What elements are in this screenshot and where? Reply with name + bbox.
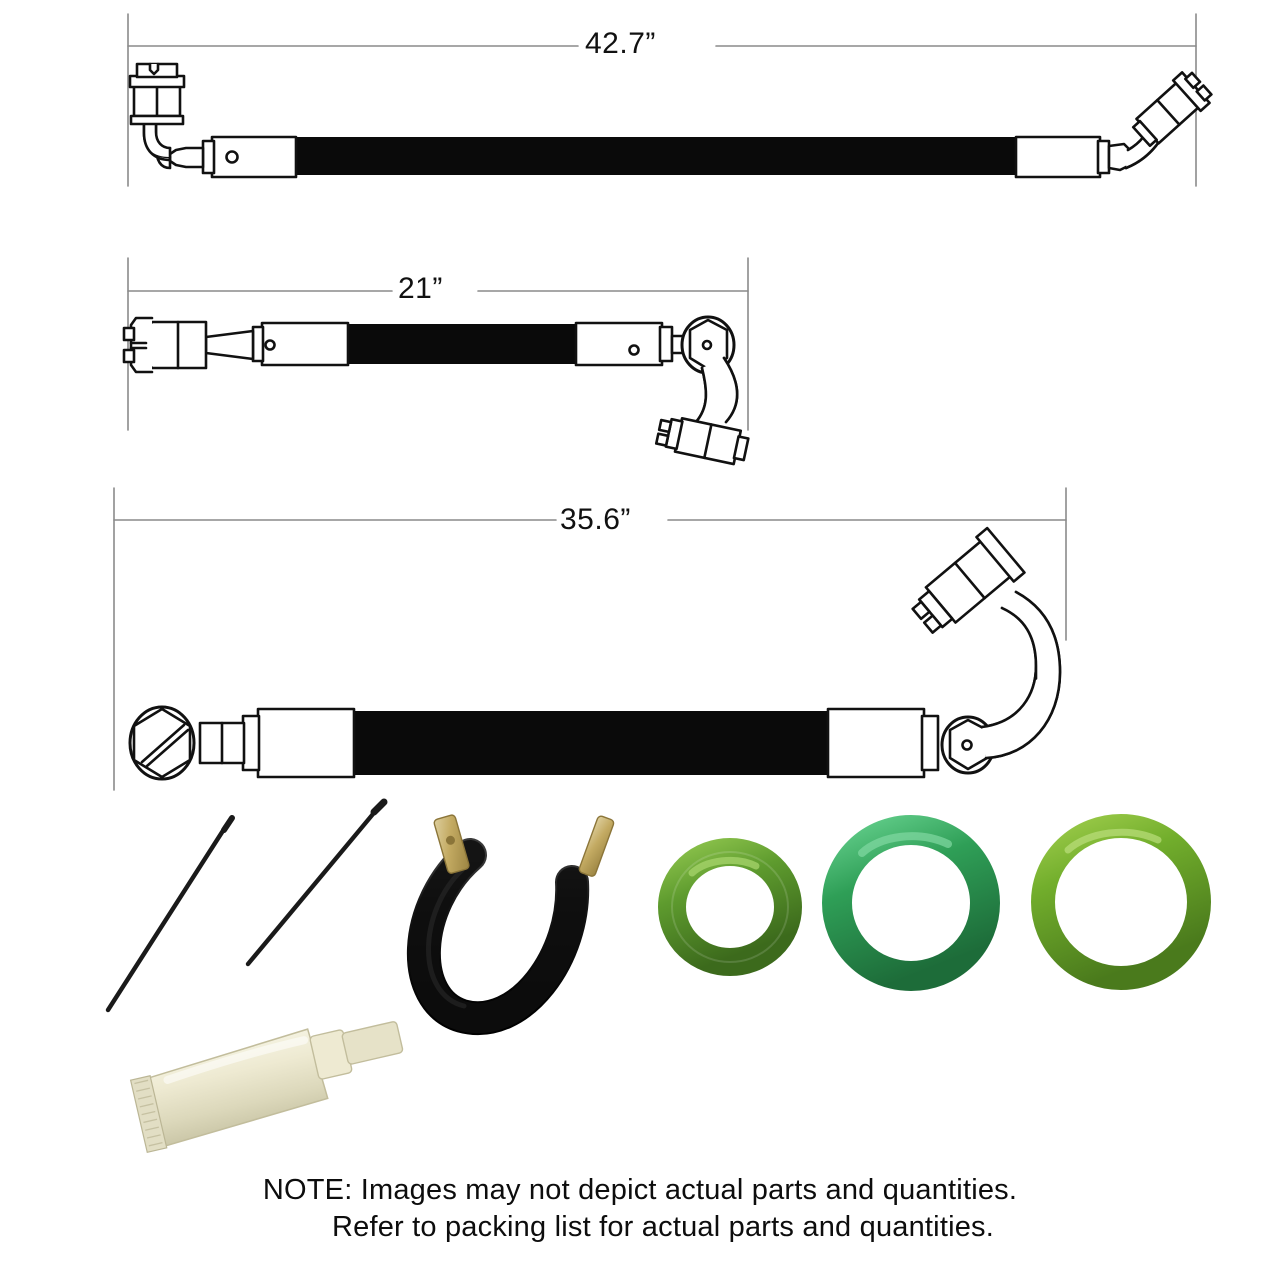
- note-line-2: Refer to packing list for actual parts a…: [331, 1211, 995, 1243]
- hose-assembly-top: [128, 62, 1021, 179]
- fitting-45-right-top: [1014, 71, 1213, 179]
- dimension-line-42: [127, 13, 1197, 187]
- o-ring: [1031, 814, 1211, 990]
- cable-tie: [105, 815, 235, 1013]
- dimension-label-35: 35.6”: [560, 503, 631, 536]
- lubricant-grease-tube: [129, 1021, 404, 1154]
- note-block: NOTE: Images may not depict actual parts…: [0, 1172, 1280, 1246]
- hose-assembly-middle: [122, 316, 692, 374]
- o-ring: [658, 838, 802, 976]
- dimension-line-21: [127, 257, 749, 431]
- rubber-cushioned-p-clamp: [407, 814, 615, 1035]
- note-line-1: NOTE: Images may not depict actual parts…: [262, 1174, 1018, 1206]
- fitting-long-sweep-bottom: [911, 526, 1062, 775]
- dimension-line-35: [113, 487, 1067, 791]
- fitting-hex-curve-middle: [654, 315, 750, 466]
- hose-assembly-bottom: [128, 705, 940, 781]
- dimension-label-42: 42.7”: [585, 27, 656, 60]
- dimension-label-21: 21”: [398, 272, 443, 305]
- o-ring: [822, 815, 1000, 991]
- cable-tie: [245, 798, 388, 967]
